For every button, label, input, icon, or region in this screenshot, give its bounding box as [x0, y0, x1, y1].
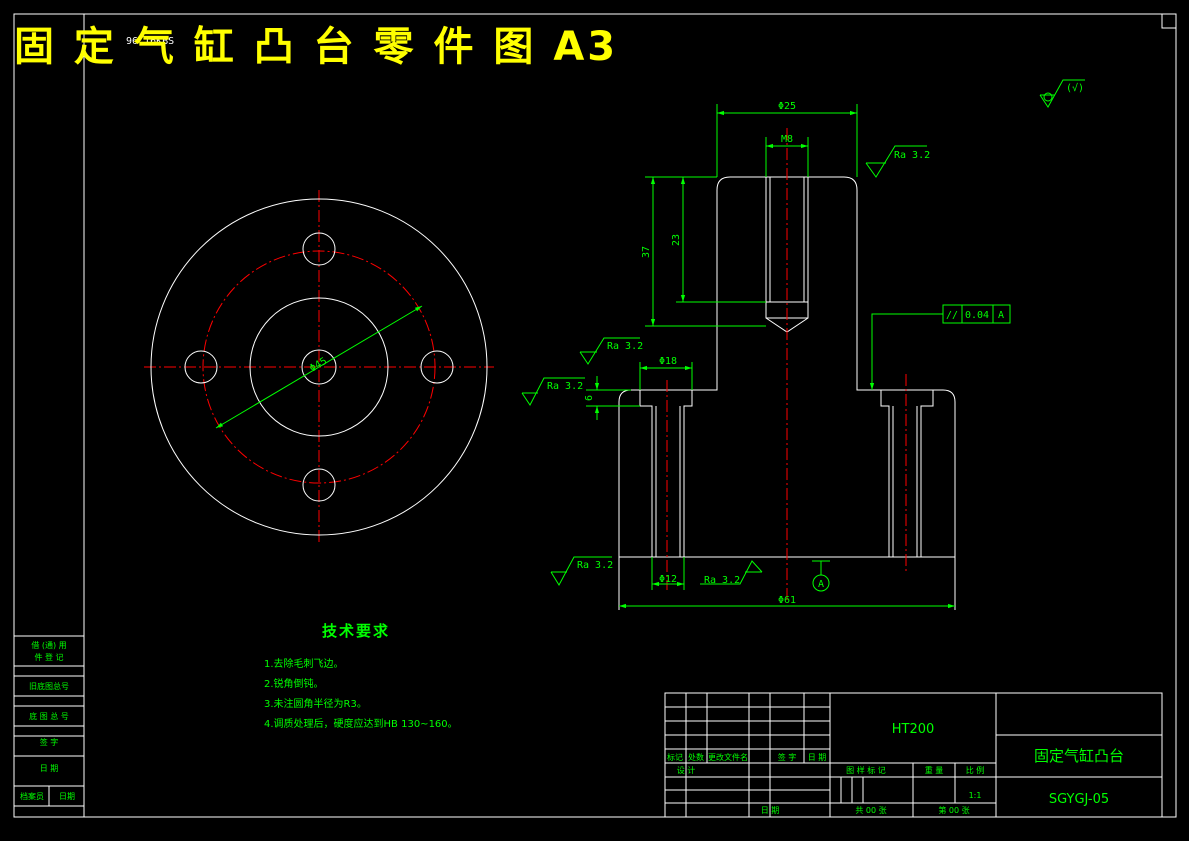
- tech-item-3: 3.未注圆角半径为R3。: [264, 699, 367, 710]
- material: HT200: [892, 722, 935, 737]
- ra-general: (√): [1066, 82, 1084, 94]
- dim-height-thread: 23: [671, 234, 682, 246]
- tolerance-datum: A: [998, 310, 1004, 321]
- ra-left-3: Ra 3.2: [577, 560, 613, 571]
- side-row-6a: 档案员: [20, 791, 44, 801]
- header-mark: 标记: [667, 752, 683, 762]
- dim-cbore-depth: 6: [584, 395, 595, 401]
- side-row-2: 旧底图总号: [29, 681, 69, 691]
- header-sign: 签 字: [778, 752, 797, 762]
- dim-base-dia: Φ61: [778, 595, 796, 606]
- pcd-dim: Φ45: [308, 356, 329, 375]
- stage-mark-label: 图 样 标 记: [846, 765, 886, 775]
- design-label: 设 计: [677, 765, 696, 775]
- sheet-number: 第 00 张: [938, 805, 969, 815]
- tech-item-4: 4.调质处理后，硬度应达到HB 130~160。: [264, 719, 458, 730]
- datum-symbol: A: [812, 560, 830, 592]
- side-row-6b: 日期: [59, 792, 75, 801]
- tech-requirements: 技术要求 1.去除毛刺飞边。 2.锐角倒钝。 3.未注圆角半径为R3。 4.调质…: [264, 620, 458, 735]
- tolerance-frame: // 0.04 A: [942, 304, 1011, 324]
- ra-left-2: Ra 3.2: [547, 381, 583, 392]
- tech-item-2: 2.锐角倒钝。: [264, 679, 324, 690]
- tech-item-1: 1.去除毛刺飞边。: [264, 659, 344, 670]
- side-row-5: 日 期: [40, 764, 59, 773]
- header-count: 处数: [688, 752, 704, 762]
- datum-label: A: [818, 579, 824, 590]
- side-row-4: 签 字: [40, 737, 59, 747]
- tech-requirements-title: 技术要求: [322, 622, 391, 640]
- dim-hole-dia: Φ12: [659, 574, 677, 585]
- part-name: 固定气缸凸台: [1034, 747, 1124, 765]
- sheets-total: 共 00 张: [855, 806, 886, 815]
- scale-label: 比 例: [966, 765, 985, 775]
- side-row-3: 底 图 总 号: [29, 711, 69, 721]
- ra-top-right: Ra 3.2: [894, 150, 930, 161]
- side-table: 借 (通) 用 件 登 记 旧底图总号 底 图 总 号 签 字 日 期 档案员 …: [14, 635, 84, 807]
- dim-height-total: 37: [641, 246, 652, 258]
- weight-label: 重 量: [925, 765, 944, 775]
- ra-bottom: Ra 3.2: [704, 575, 740, 586]
- dim-cbore-dia: Φ18: [659, 356, 677, 367]
- drawing-number: SGYGJ-05: [1049, 792, 1109, 807]
- header-file: 更改文件名: [708, 752, 748, 762]
- side-row-1a: 借 (通) 用: [31, 640, 66, 650]
- date-label: 日 期: [761, 806, 780, 815]
- section-view: Φ25 M8 37 23 Φ18 6 Φ12 Φ61 Ra 3.2: [521, 79, 1085, 610]
- title-block: HT200 固定气缸凸台 SGYGJ-05 1:1 标记 处数 更改文件名 签 …: [664, 692, 1163, 818]
- header-date: 日 期: [808, 753, 827, 762]
- ra-left-1: Ra 3.2: [607, 341, 643, 352]
- corner-label: 96 16KBS: [126, 36, 174, 47]
- scale: 1:1: [969, 791, 982, 800]
- tolerance-value: 0.04: [965, 310, 989, 321]
- tolerance-symbol: //: [946, 310, 958, 321]
- plan-view: Φ45: [144, 190, 494, 545]
- sheet-frame: [13, 13, 1177, 818]
- sheet-title: 固 定 气 缸 凸 台 零 件 图 A3: [14, 24, 619, 70]
- side-row-1b: 件 登 记: [34, 652, 63, 662]
- dim-top-dia: Φ25: [778, 101, 796, 112]
- dim-thread: M8: [781, 134, 793, 145]
